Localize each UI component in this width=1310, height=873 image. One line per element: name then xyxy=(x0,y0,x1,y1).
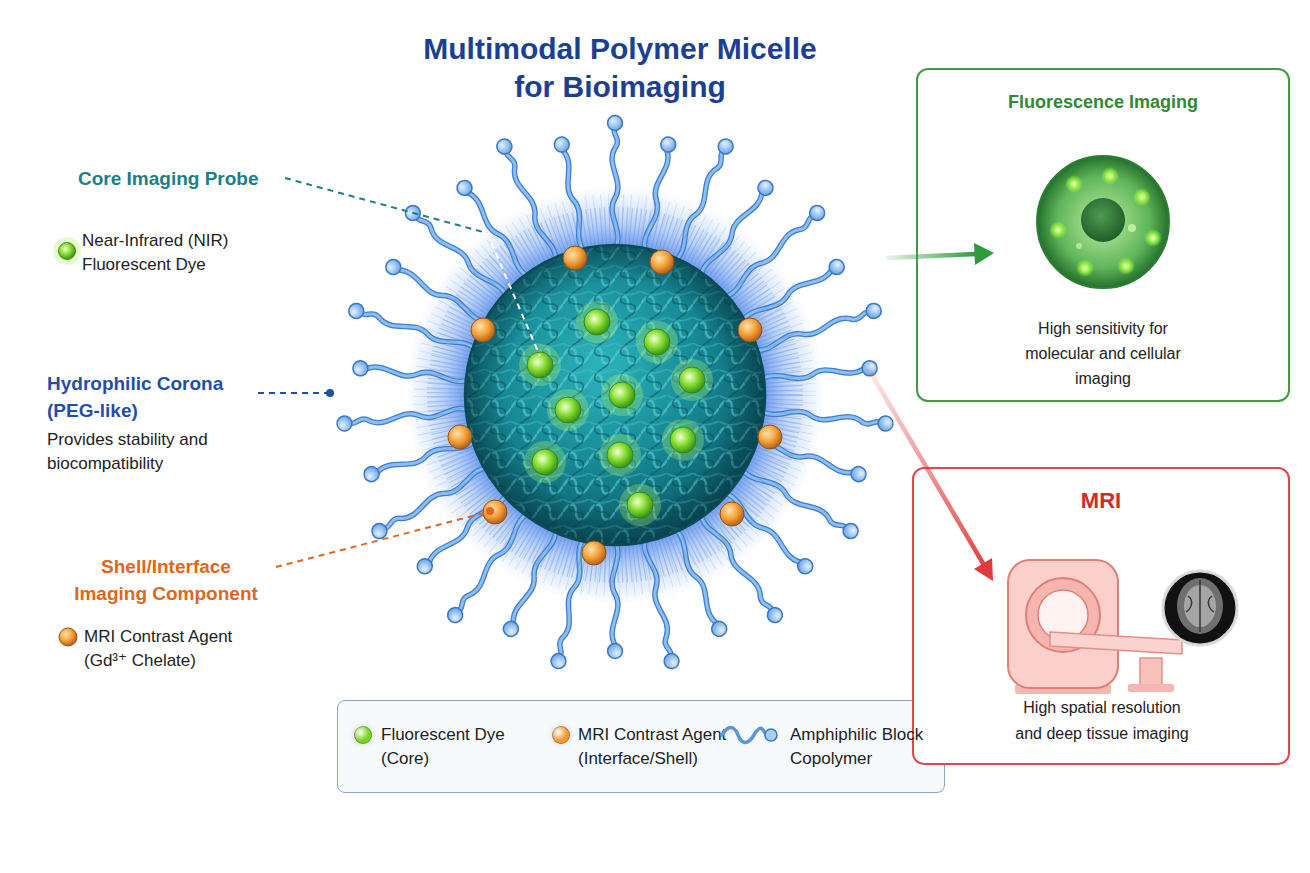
legend-polymer-sample xyxy=(765,729,777,741)
fluorescent-dye-dot xyxy=(619,484,661,526)
fluorescent-dye-dot xyxy=(519,301,713,526)
leader-line xyxy=(258,392,328,394)
diagram-title: Multimodal Polymer Micelle for Bioimagin… xyxy=(400,30,840,106)
polymer-chain xyxy=(638,136,677,254)
polymer-chain xyxy=(738,257,847,329)
imaging-panel: Fluorescence ImagingHigh sensitivity for… xyxy=(916,68,1290,402)
leader-line xyxy=(487,233,540,356)
micelle-core xyxy=(465,245,765,545)
contrast-agent-dot xyxy=(720,502,744,526)
contrast-agent-dot xyxy=(582,541,606,565)
leader-line xyxy=(285,178,487,233)
polymer-chain xyxy=(738,462,861,542)
polymer-chain xyxy=(445,509,536,626)
label-marker xyxy=(59,243,76,260)
polymer-chain xyxy=(352,360,470,387)
fluorescent-dye-dot xyxy=(601,374,643,416)
polymer-chain xyxy=(347,301,479,357)
legend-text: Amphiphilic Block Copolymer xyxy=(790,723,955,771)
micelle-core xyxy=(465,245,765,545)
legend-text: MRI Contrast Agent (Interface/Shell) xyxy=(578,723,778,771)
polymer-chain xyxy=(402,202,511,302)
micelle xyxy=(336,116,894,670)
polymer-chain xyxy=(668,525,729,638)
polymer-chain xyxy=(608,116,623,250)
annotation-label: MRI Contrast Agent (Gd³⁺ Chelate) xyxy=(84,625,259,673)
imaging-panel: MRI High spatial resolution and deep tiss… xyxy=(912,467,1290,765)
fluorescent-dye-dot xyxy=(576,301,618,343)
polymer-chain xyxy=(336,403,470,432)
contrast-agent-dot xyxy=(563,246,587,270)
polymer-chain xyxy=(553,136,592,254)
polymer-chain xyxy=(638,536,680,670)
polymer-chain xyxy=(362,433,478,484)
corona-fuzz xyxy=(439,219,791,571)
micelle-core xyxy=(465,245,765,545)
polymer-chain xyxy=(718,202,827,302)
leader-line xyxy=(258,178,540,567)
polymer-chain xyxy=(608,541,623,659)
polymer-chain xyxy=(752,301,884,357)
legend-swatch xyxy=(552,726,570,744)
annotation-label: Hydrophilic Corona (PEG-like) xyxy=(47,370,262,424)
polymer-chain xyxy=(695,177,776,281)
polymer-chain xyxy=(718,487,815,577)
fluorescent-dye-dot xyxy=(671,359,713,401)
polymer-chain xyxy=(494,137,562,265)
polymer-chain xyxy=(369,462,492,542)
fluorescent-dye-dot xyxy=(662,419,704,461)
annotation-label: Core Imaging Probe xyxy=(78,165,318,192)
panel-description: High spatial resolution and deep tissue … xyxy=(1014,695,1190,747)
polymer-chain xyxy=(501,525,562,638)
polymer-chain xyxy=(550,536,592,670)
polymer-chain xyxy=(336,116,894,670)
polymer-chain xyxy=(759,360,877,387)
polymer-chain xyxy=(383,257,492,329)
annotation-label: Provides stability and biocompatibility xyxy=(47,428,232,476)
polymer-chain xyxy=(759,403,893,432)
legend-text: Fluorescent Dye (Core) xyxy=(381,723,531,771)
fluorescent-dye-dot xyxy=(519,344,561,386)
panel-title: MRI xyxy=(914,487,1288,515)
panel-title: Fluorescence Imaging xyxy=(918,90,1288,114)
contrast-agent-dot xyxy=(448,246,782,565)
polymer-chain xyxy=(752,433,868,484)
fluorescent-dye-dot xyxy=(524,441,566,483)
label-marker xyxy=(53,237,81,265)
contrast-agent-dot xyxy=(448,425,472,449)
micelle-core xyxy=(465,245,765,545)
leader-line xyxy=(276,512,488,567)
annotation-label: Near-Infrared (NIR) Fluorescent Dye xyxy=(82,229,267,277)
contrast-agent-dot xyxy=(471,318,495,342)
annotation-label: Shell/Interface Imaging Component xyxy=(66,553,266,607)
leader-line xyxy=(486,507,494,515)
fluorescent-dye-dot xyxy=(636,321,678,363)
legend-polymer-sample xyxy=(722,728,766,743)
polymer-chain xyxy=(414,487,511,577)
contrast-agent-dot xyxy=(650,250,674,274)
polymer-chain xyxy=(668,137,736,265)
micelle-core xyxy=(465,245,765,545)
contrast-agent-dot xyxy=(758,425,782,449)
legend-box xyxy=(337,700,945,793)
corona-fuzz xyxy=(447,227,783,563)
panel-description: High sensitivity for molecular and cellu… xyxy=(1015,316,1191,391)
legend-polymer-sample xyxy=(718,723,778,747)
contrast-agent-dot xyxy=(483,500,507,524)
fluorescent-dye-dot xyxy=(599,434,641,476)
micelle xyxy=(405,185,825,605)
legend-swatch xyxy=(354,726,372,744)
polymer-chain xyxy=(454,177,535,281)
contrast-agent-dot xyxy=(738,318,762,342)
fluorescent-dye-dot xyxy=(547,389,589,431)
polymer-chain xyxy=(695,509,786,626)
label-marker xyxy=(59,628,77,646)
leader-line xyxy=(326,389,334,397)
